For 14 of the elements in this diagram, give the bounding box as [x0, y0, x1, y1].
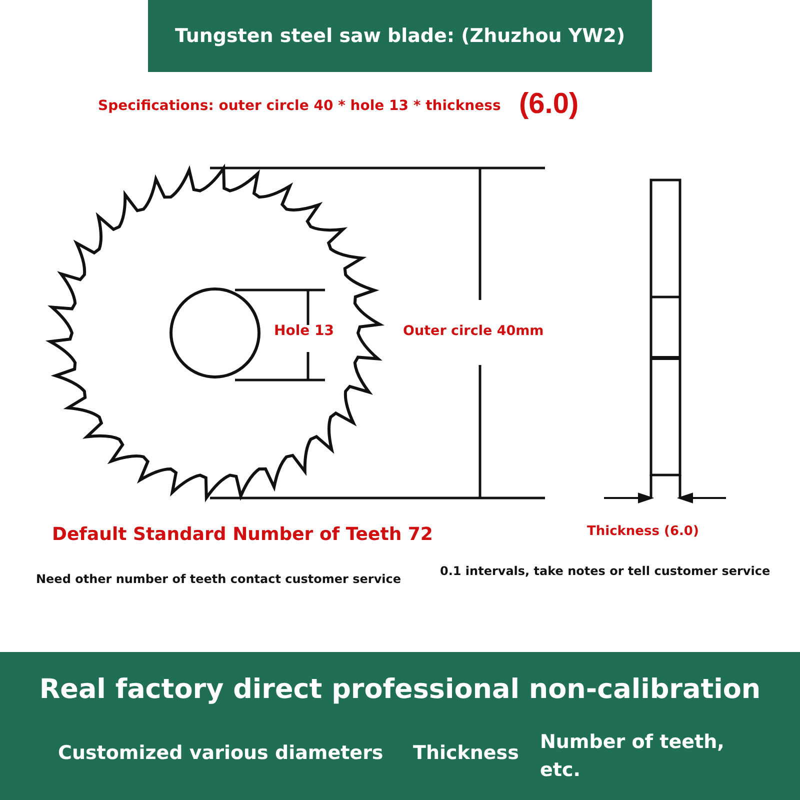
- teeth-count-text: Default Standard Number of Teeth 72: [52, 524, 433, 545]
- specification-text: Specifications: outer circle 40 * hole 13 * thickness: [98, 98, 501, 114]
- feature-text: Thickness: [413, 742, 519, 764]
- feature-text: Number of teeth, etc.: [540, 730, 726, 783]
- title: Tungsten steel saw blade: (Zhuzhou YW2): [174, 25, 626, 47]
- feature-text: Customized various diameters: [58, 742, 384, 764]
- dimension-label: Hole 13: [274, 323, 334, 339]
- slogan-heading: Real factory direct professional non-calibration: [38, 674, 762, 705]
- thickness-value: (6.0): [519, 88, 579, 121]
- note-text: 0.1 intervals, take notes or tell customer service: [440, 564, 770, 578]
- banner-band: [0, 652, 800, 800]
- dimension-label: Outer circle 40mm: [403, 323, 544, 339]
- dimension-label: Thickness (6.0): [587, 524, 699, 539]
- note-text: Need other number of teeth contact customer service: [36, 572, 402, 586]
